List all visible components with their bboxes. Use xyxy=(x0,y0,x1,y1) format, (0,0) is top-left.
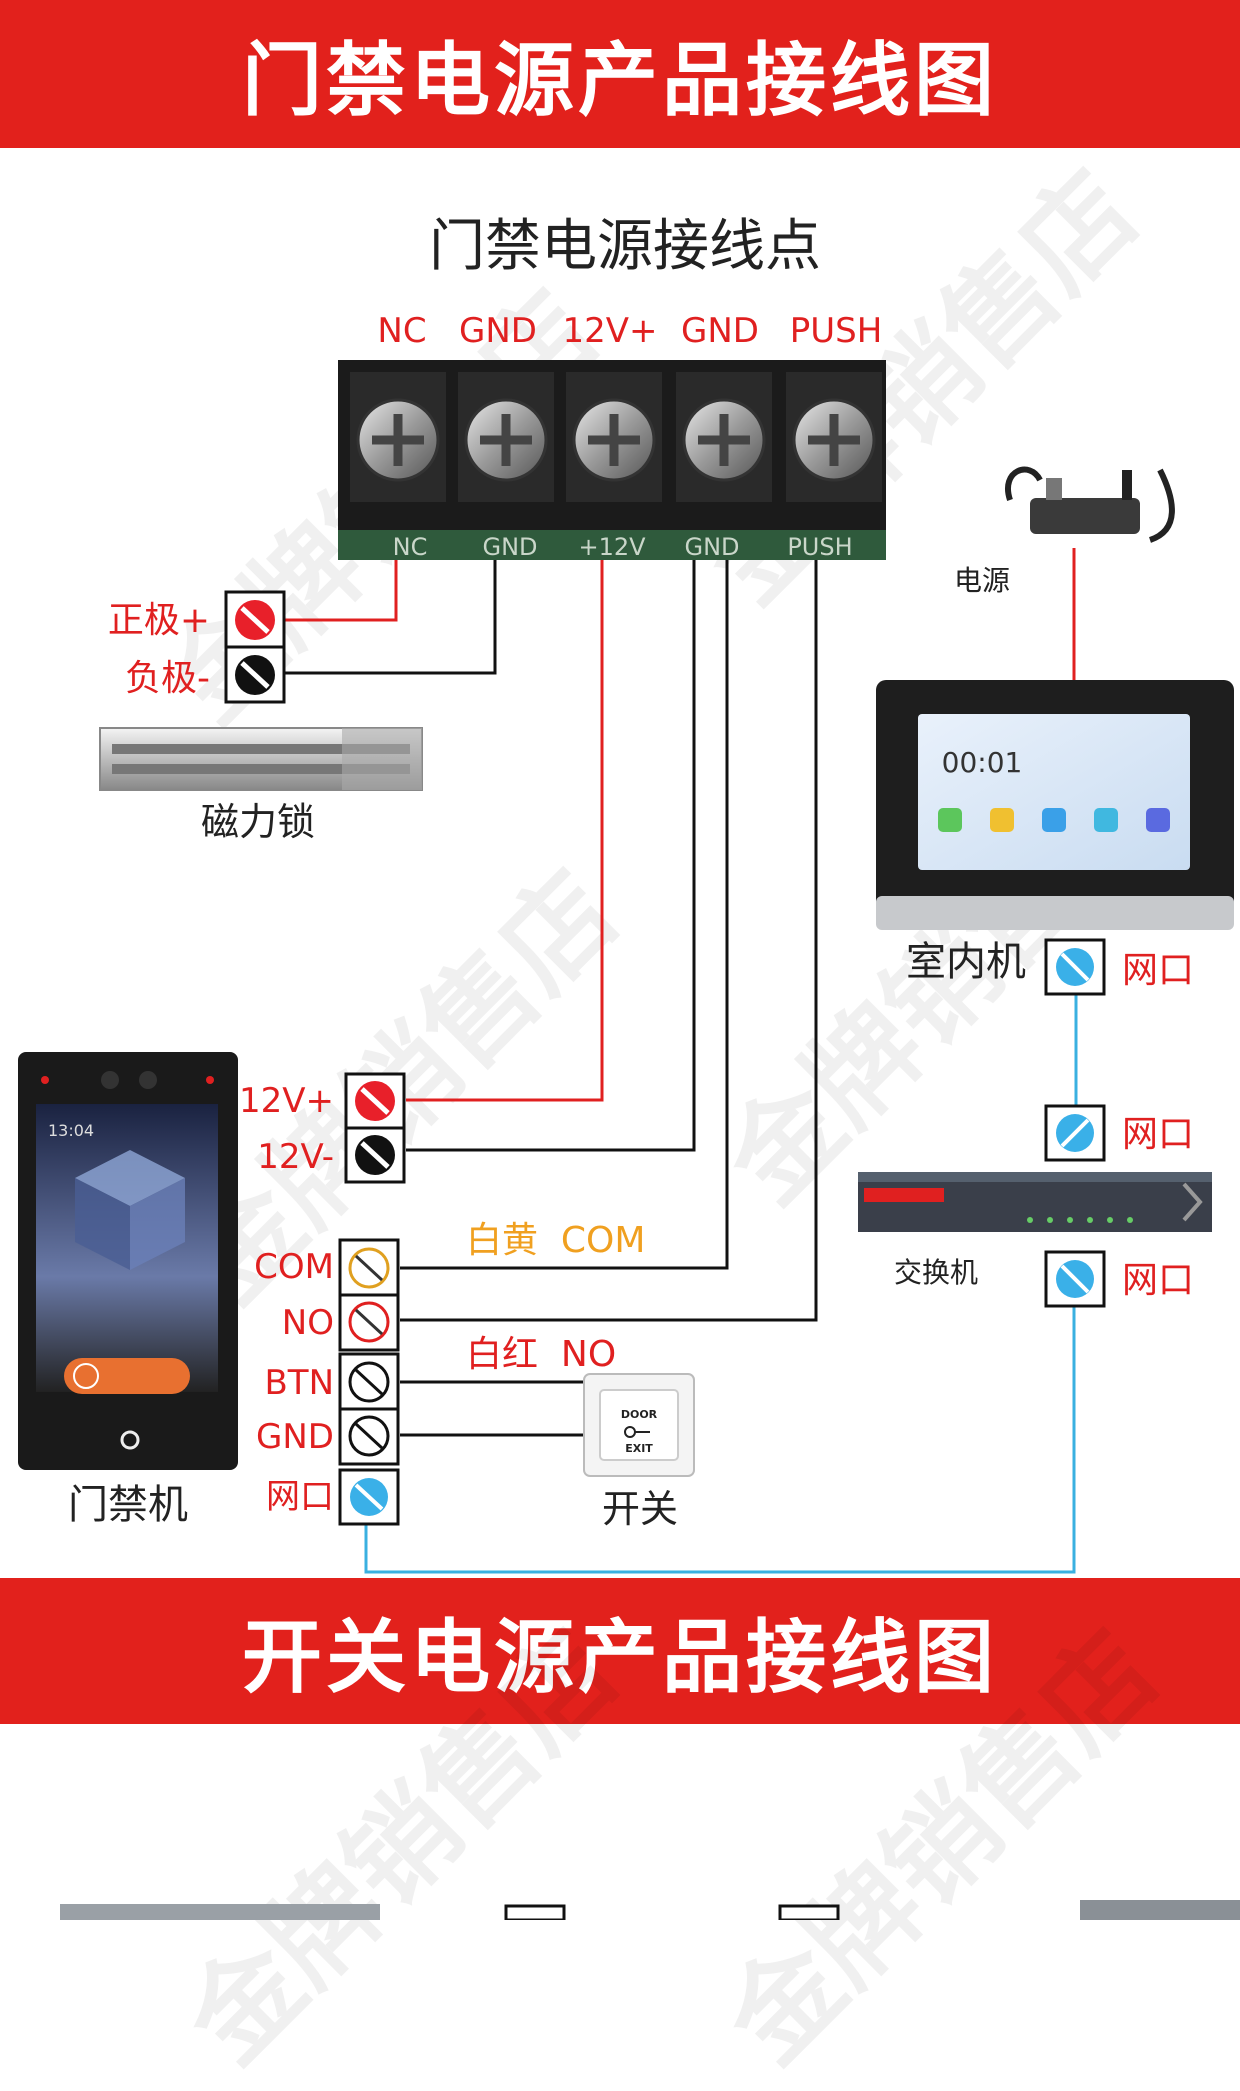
pin-label-gnd: GND xyxy=(256,1417,334,1457)
wire-note-no: 白红 NO xyxy=(466,1334,616,1375)
screw-icon xyxy=(458,372,554,502)
indoor-label: 室内机 xyxy=(906,939,1026,985)
bottom-banner-title: 开关电源产品接线图 xyxy=(242,1611,998,1704)
controller-screen-time: 13:04 xyxy=(48,1121,94,1140)
pin-label-btn: BTN xyxy=(264,1363,334,1403)
network-switch xyxy=(858,1172,1212,1232)
exit-button-line2: EXIT xyxy=(625,1442,653,1455)
terminal-label-12v: 12V+ xyxy=(562,311,657,351)
controller-label: 门禁机 xyxy=(68,1482,188,1528)
terminal-block: NC GND +12V GND PUSH xyxy=(338,360,886,561)
partial-terminal xyxy=(778,1904,840,1920)
board-label-gnd: GND xyxy=(482,533,537,561)
indoor-screen-time: 00:01 xyxy=(942,746,1023,779)
wire-gnd-com xyxy=(400,560,729,1270)
switch-bottom-port: 网口 xyxy=(1044,1250,1194,1308)
wires xyxy=(282,548,1078,1574)
board-label-push: PUSH xyxy=(787,533,852,561)
partial-device xyxy=(60,1904,380,1920)
wire-gnd-maglock xyxy=(282,560,497,675)
pin-label-com: COM xyxy=(254,1247,334,1287)
board-label-12v: +12V xyxy=(578,533,646,561)
controller-power-terminal xyxy=(344,1072,406,1184)
maglock-terminal: 正极+ 负极- xyxy=(108,590,286,704)
wiring-diagram: 门禁电源接线点 NC GND 12V+ GND PUSH xyxy=(18,214,1240,1920)
power-supply-label: 电源 xyxy=(954,564,1010,597)
message-icon xyxy=(990,808,1014,832)
switch-port-bottom-label: 网口 xyxy=(1122,1260,1194,1301)
terminal-label-gnd2: GND xyxy=(681,311,759,351)
wire-switch-controller xyxy=(364,1305,1076,1574)
pin-label-12v-minus: 12V- xyxy=(257,1137,334,1177)
controller-button-terminal xyxy=(338,1352,400,1466)
psu-title: 门禁电源接线点 xyxy=(429,214,821,279)
switch-top-port: 网口 xyxy=(1044,1104,1194,1162)
key-icon xyxy=(624,1426,650,1438)
controller-relay-terminal xyxy=(338,1238,400,1352)
indoor-monitor: 00:01 xyxy=(876,680,1234,930)
pin-label-12v-plus: 12V+ xyxy=(239,1081,334,1121)
terminal-label-gnd: GND xyxy=(459,311,537,351)
switch-label: 交换机 xyxy=(894,1256,978,1289)
exit-button-line1: DOOR xyxy=(621,1408,658,1421)
top-banner-title: 门禁电源产品接线图 xyxy=(242,34,998,127)
close-icon xyxy=(73,1363,99,1389)
screw-icon xyxy=(786,372,882,502)
partial-terminal xyxy=(504,1904,566,1920)
gear-icon xyxy=(1146,808,1170,832)
maglock-positive-label: 正极+ xyxy=(108,600,210,641)
bottom-banner: 开关电源产品接线图 xyxy=(0,1578,1240,1724)
indoor-port: 网口 xyxy=(1044,938,1194,996)
magnetic-lock-icon xyxy=(99,727,423,791)
screw-icon xyxy=(566,372,662,502)
top-banner: 门禁电源产品接线图 xyxy=(0,0,1240,148)
screw-icon xyxy=(676,372,772,502)
screw-icon xyxy=(350,372,446,502)
wire-push-no xyxy=(400,560,818,1322)
maglock-negative-label: 负极- xyxy=(125,658,210,699)
access-controller: 13:04 xyxy=(18,1052,238,1470)
power-adapter-icon xyxy=(1005,466,1175,543)
exit-button: DOOR EXIT xyxy=(583,1373,695,1477)
partial-device xyxy=(1080,1900,1240,1920)
exit-button-label: 开关 xyxy=(602,1487,678,1531)
indoor-port-label: 网口 xyxy=(1122,950,1194,991)
wire-12v-controller xyxy=(406,560,604,1102)
bell-icon xyxy=(1094,808,1118,832)
camera-icon xyxy=(1042,808,1066,832)
board-label-gnd2: GND xyxy=(684,533,739,561)
wire-note-com: 白黄 COM xyxy=(466,1220,645,1261)
pin-label-network: 网口 xyxy=(266,1477,334,1517)
phone-icon xyxy=(938,808,962,832)
controller-network-port xyxy=(338,1468,400,1526)
terminal-label-nc: NC xyxy=(377,311,426,351)
wire-gnd-controller xyxy=(406,560,696,1152)
terminal-label-push: PUSH xyxy=(790,311,883,351)
switch-port-top-label: 网口 xyxy=(1122,1114,1194,1155)
maglock-label: 磁力锁 xyxy=(201,800,315,844)
board-label-nc: NC xyxy=(393,533,428,561)
pin-label-no: NO xyxy=(282,1303,334,1343)
wire-nc-maglock xyxy=(282,560,398,622)
